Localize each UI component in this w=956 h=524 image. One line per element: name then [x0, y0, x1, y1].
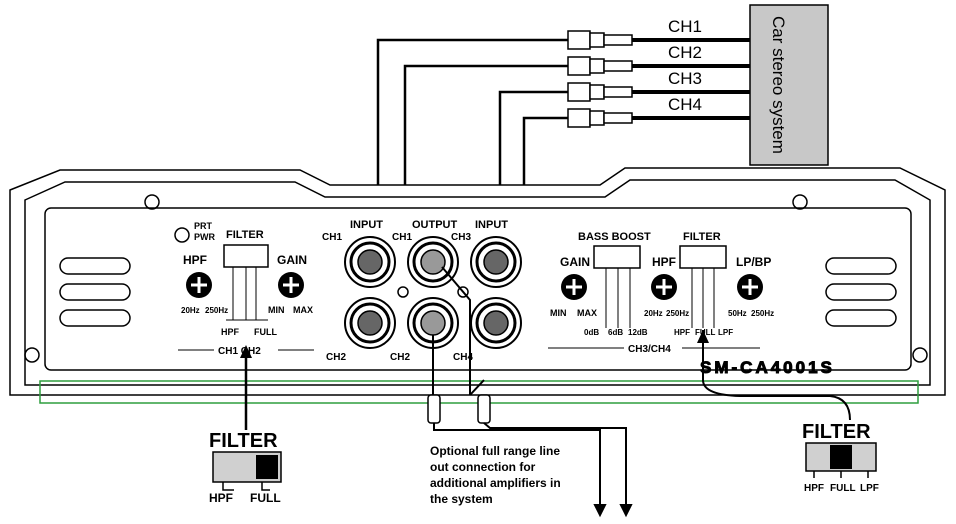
left-hpf-max: 250Hz — [205, 306, 228, 315]
bass-6db: 6dB — [608, 328, 623, 337]
bass-0db: 0dB — [584, 328, 599, 337]
rca-jack-input-ch3[interactable] — [470, 236, 522, 288]
bass-12db: 12dB — [628, 328, 648, 337]
right-gain-max: MAX — [577, 308, 597, 318]
ch1-label-b: CH1 — [392, 232, 412, 243]
channel-label-ch1: CH1 — [668, 17, 702, 36]
left-section-label: CH1 CH2 — [218, 346, 261, 357]
rca-jack-input-ch4[interactable] — [470, 297, 522, 349]
right-sw-full: FULL — [695, 328, 716, 337]
left-gain-max: MAX — [293, 305, 313, 315]
car-stereo-unit: Car stereo system — [749, 4, 829, 166]
amplifier-chassis — [9, 167, 946, 396]
right-lp-min: 50Hz — [728, 309, 747, 318]
center-rca-section: INPUT OUTPUT INPUT CH1 CH1 CH3 CH2 CH2 C… — [322, 219, 522, 363]
right-hpf-min: 20Hz — [644, 309, 663, 318]
left-hpf-knob[interactable] — [186, 272, 212, 298]
car-stereo-label: Car stereo system — [769, 16, 788, 154]
note-line-1: Optional full range line — [430, 444, 560, 458]
rca-jack-input-ch2[interactable] — [344, 297, 396, 349]
callout-left-title: FILTER — [209, 430, 278, 452]
left-switch-full: FULL — [254, 327, 277, 337]
channel-label-ch3: CH3 — [668, 69, 702, 88]
rca-jack-output-ch1[interactable] — [407, 236, 459, 288]
optional-output-note: Optional full range line out connection … — [430, 444, 561, 506]
callout-right-hpf: HPF — [804, 483, 824, 494]
left-hpf-label: HPF — [183, 253, 207, 267]
left-filter-title: FILTER — [226, 229, 264, 241]
left-control-section: PRT PWR FILTER HPF GAIN 20Hz 250Hz MIN M… — [174, 221, 314, 357]
output-label: OUTPUT — [412, 219, 458, 231]
left-gain-min: MIN — [268, 305, 285, 315]
prt-label: PRT — [194, 221, 213, 231]
right-gain-min: MIN — [550, 308, 567, 318]
right-control-section: BASS BOOST FILTER GAIN HPF LP/BP MIN MAX… — [548, 231, 835, 378]
left-filter-callout: FILTER HPF FULL — [209, 345, 282, 505]
left-hpf-min: 20Hz — [181, 306, 200, 315]
callout-right-lpf: LPF — [860, 483, 879, 494]
left-switch-hpf: HPF — [221, 327, 240, 337]
channel-label-ch4: CH4 — [668, 95, 702, 114]
ch3-label: CH3 — [451, 232, 471, 243]
right-section-label: CH3/CH4 — [628, 344, 671, 355]
callout-left-hpf: HPF — [209, 491, 233, 505]
left-gain-knob[interactable] — [278, 272, 304, 298]
right-filter-title: FILTER — [683, 231, 721, 243]
callout-right-title: FILTER — [802, 421, 871, 443]
right-hpf-max: 250Hz — [666, 309, 689, 318]
channel-label-ch2: CH2 — [668, 43, 702, 62]
callout-left-full: FULL — [250, 491, 281, 505]
right-gain-knob[interactable] — [561, 274, 587, 300]
right-hpf-knob[interactable] — [651, 274, 677, 300]
ch2-label-b: CH2 — [390, 352, 410, 363]
callout-right-full: FULL — [830, 483, 856, 494]
right-hpf-label: HPF — [652, 255, 676, 269]
note-line-3: additional amplifiers in — [430, 476, 561, 490]
right-lp-max: 250Hz — [751, 309, 774, 318]
input-left-label: INPUT — [350, 219, 383, 231]
left-gain-label: GAIN — [277, 253, 307, 267]
pwr-label: PWR — [194, 232, 215, 242]
right-filter-callout: FILTER HPF FULL LPF — [697, 330, 879, 494]
ch2-label-a: CH2 — [326, 352, 346, 363]
note-line-4: the system — [430, 492, 493, 506]
note-line-2: out connection for — [430, 460, 536, 474]
output-cables — [427, 266, 633, 518]
right-lpbp-knob[interactable] — [737, 274, 763, 300]
right-sw-hpf: HPF — [674, 328, 690, 337]
model-label: SM-CA4001S — [700, 358, 835, 377]
bass-boost-title: BASS BOOST — [578, 231, 651, 243]
right-gain-label: GAIN — [560, 255, 590, 269]
ch1-label-a: CH1 — [322, 232, 342, 243]
rca-jack-input-ch1[interactable] — [344, 236, 396, 288]
right-lpbp-label: LP/BP — [736, 255, 771, 269]
right-sw-lpf: LPF — [718, 328, 733, 337]
ch4-label: CH4 — [453, 352, 473, 363]
input-right-label: INPUT — [475, 219, 508, 231]
